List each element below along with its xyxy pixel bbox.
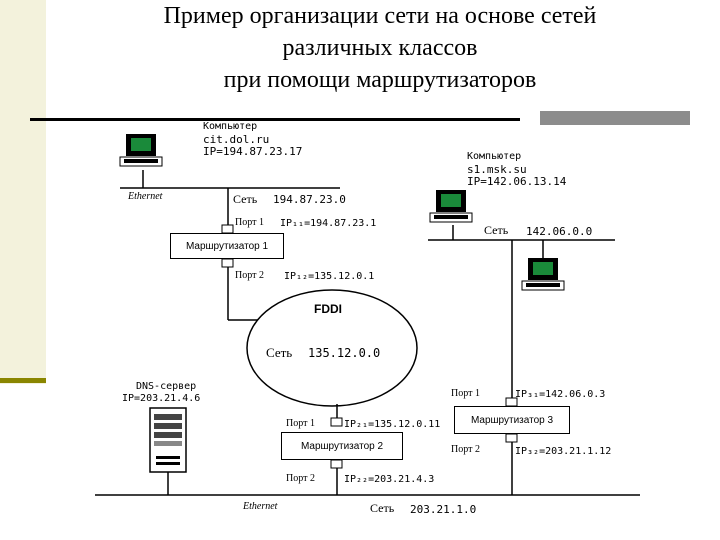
comp2-name: s1.msk.su: [467, 163, 527, 176]
r2-port2-square: [330, 459, 343, 469]
decorative-sidebar: [0, 0, 46, 384]
comp2-ip: IP=142.06.13.14: [467, 175, 567, 188]
r2-ip2: IP₂₂=203.21.4.3: [344, 474, 435, 485]
r3-port1-label: Порт 1: [451, 388, 480, 399]
r1-ip2: IP₁₂=135.12.0.1: [284, 271, 375, 282]
dns-type: DNS-сервер: [136, 381, 197, 392]
net4-medium: Ethernet: [243, 501, 278, 512]
r1-port2-square: [221, 258, 234, 268]
r2-port1-square: [330, 417, 343, 427]
comp1-ip: IP=194.87.23.17: [203, 145, 303, 158]
title-line-1: Пример организации сети на основе сетей: [163, 3, 597, 29]
title-line-2: различных классов: [282, 35, 478, 61]
r1-port2-label: Порт 2: [235, 270, 264, 281]
computer-icon: [521, 258, 565, 291]
title-divider-accent: [540, 111, 690, 125]
comp1-type: Компьютер: [203, 121, 258, 132]
net4-label: Сеть: [370, 501, 395, 515]
router-2: Маршрутизатор 2: [281, 432, 403, 460]
sidebar-edge: [0, 378, 46, 383]
r3-port2-square: [505, 433, 518, 443]
r3-port2-label: Порт 2: [451, 444, 480, 455]
comp1-name: cit.dol.ru: [203, 133, 270, 146]
r1-port1-label: Порт 1: [235, 217, 264, 228]
fddi-label: Сеть: [266, 345, 293, 360]
r1-port1-square: [221, 224, 234, 234]
computer-icon: [429, 190, 473, 223]
r3-ip2: IP₃₂=203.21.1.12: [515, 446, 612, 457]
r3-ip1: IP₃₁=142.06.0.3: [515, 389, 606, 400]
net1-medium: Ethernet: [128, 191, 163, 202]
r2-ip1: IP₂₁=135.12.0.11: [344, 419, 441, 430]
slide-title: Пример организации сети на основе сетей …: [60, 0, 700, 96]
net2-label: Сеть: [484, 223, 509, 237]
computer-icon: [119, 134, 163, 167]
net4-address: 203.21.1.0: [410, 503, 477, 516]
fddi-medium: FDDI: [314, 302, 342, 316]
router-1: Маршрутизатор 1: [170, 233, 284, 259]
server-icon: [149, 407, 187, 473]
net1-address: 194.87.23.0: [273, 193, 346, 206]
r1-ip1: IP₁₁=194.87.23.1: [280, 218, 377, 229]
router-3: Маршрутизатор 3: [454, 406, 570, 434]
net2-address: 142.06.0.0: [526, 225, 593, 238]
dns-ip: IP=203.21.4.6: [122, 393, 201, 404]
fddi-ring: [246, 289, 418, 407]
r2-port1-label: Порт 1: [286, 418, 315, 429]
fddi-address: 135.12.0.0: [308, 346, 381, 360]
title-line-3: при помощи маршрутизаторов: [223, 67, 537, 93]
net1-label: Сеть: [233, 192, 258, 206]
r2-port2-label: Порт 2: [286, 473, 315, 484]
title-divider: [30, 118, 520, 121]
comp2-type: Компьютер: [467, 151, 522, 162]
